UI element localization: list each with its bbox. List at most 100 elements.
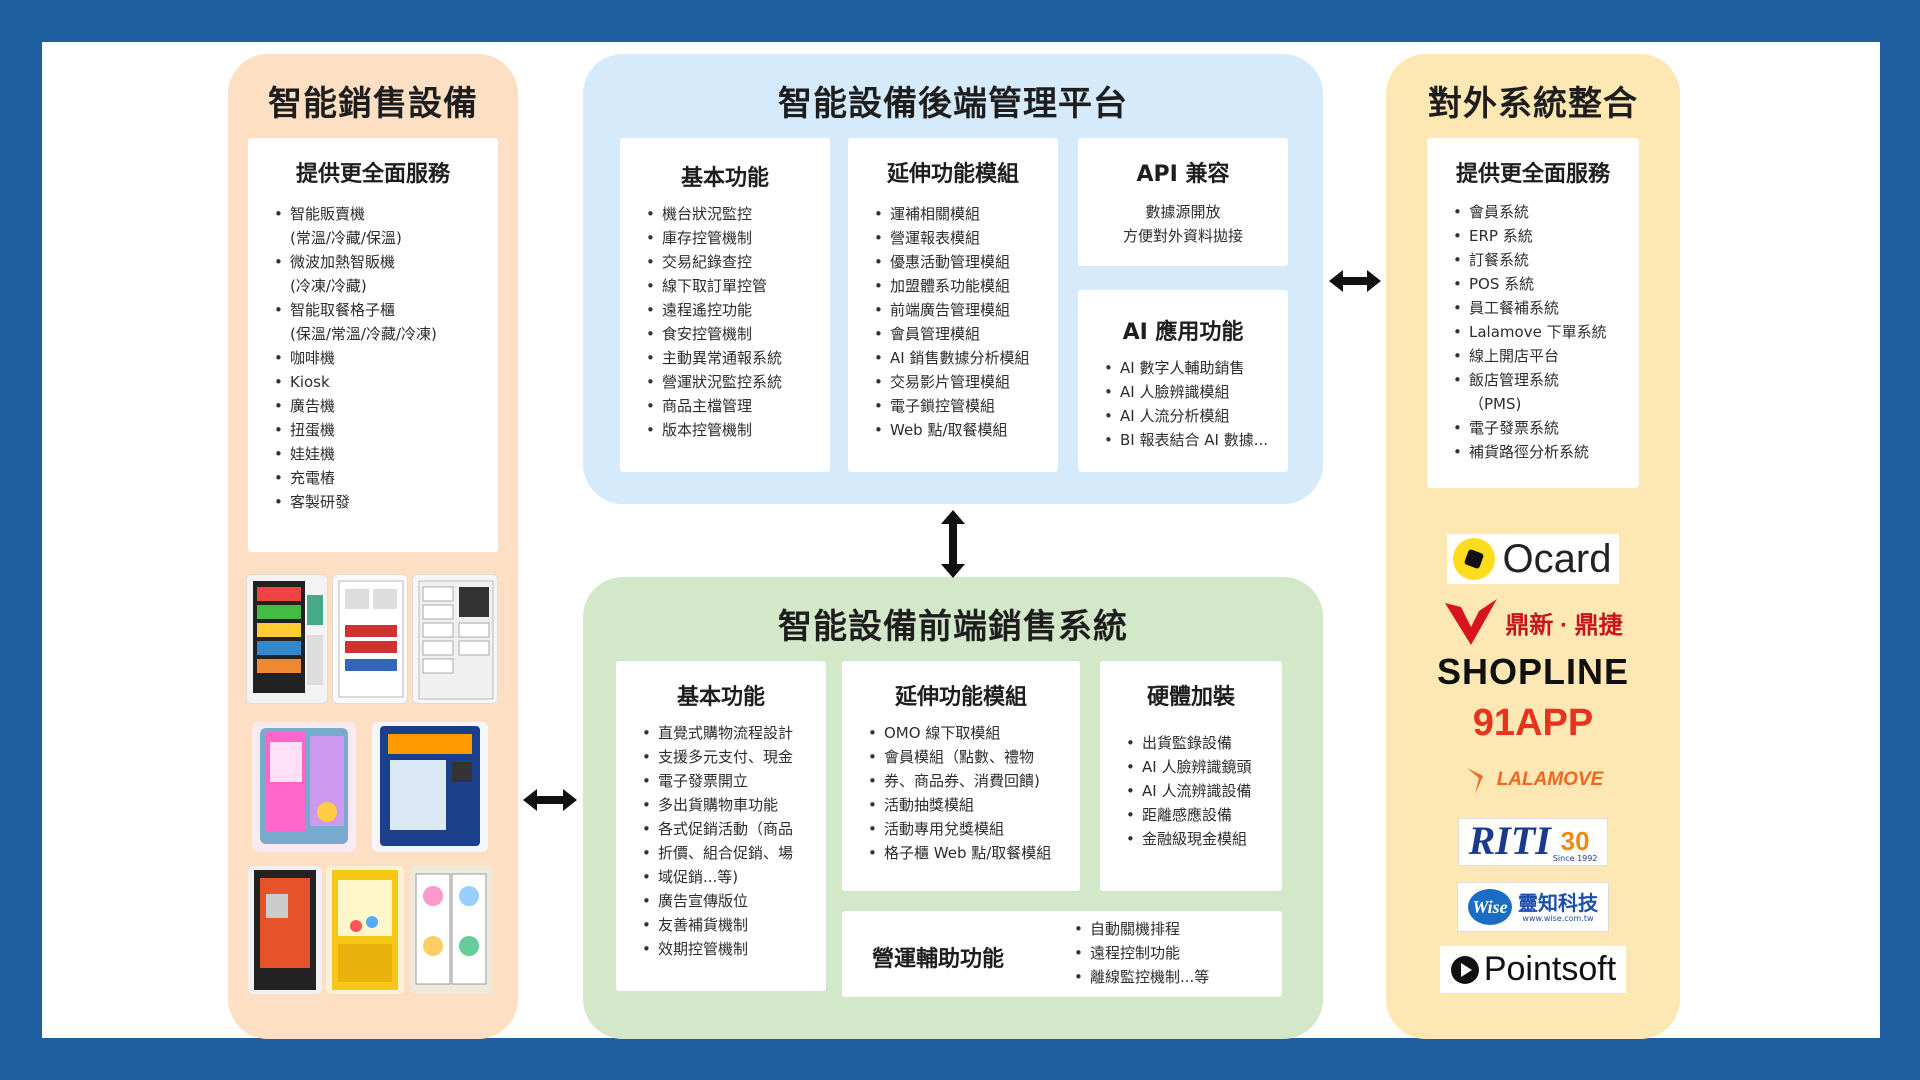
integration-panel-title: 對外系統整合 <box>1428 84 1638 124</box>
backend-basic-title: 基本功能 <box>680 166 769 191</box>
list-item: ERP 系統 <box>1449 224 1639 248</box>
list-item: 娃娃機 <box>270 442 498 466</box>
list-item-continuation: 券、商品券、消費回饋) <box>864 769 1080 793</box>
kiosk-icon <box>260 728 348 844</box>
list-item: 充電樁 <box>270 466 498 490</box>
list-item: 電子鎖控管模組 <box>870 394 1058 418</box>
list-item: 活動專用兌獎模組 <box>864 817 1080 841</box>
devices-list: 智能販賣機(常溫/冷藏/保溫) 微波加熱智販機(冷凍/冷藏) 智能取餐格子櫃(保… <box>248 202 498 514</box>
list-item: 友善補貨機制 <box>638 913 826 937</box>
locker-image <box>412 574 498 704</box>
list-item: 訂餐系統 <box>1449 248 1639 272</box>
locker-icon <box>418 580 494 700</box>
list-item: 咖啡機 <box>270 346 498 370</box>
list-item: 機台狀況監控 <box>642 202 830 226</box>
list-item-continuation: 域促銷...等) <box>638 865 826 889</box>
gacha-machine-icon <box>380 726 480 846</box>
list-item: 出貨監錄設備 <box>1122 731 1282 755</box>
dingxin-mark-icon <box>1445 599 1498 645</box>
backend-extended-title: 延伸功能模組 <box>886 162 1019 187</box>
devices-service-card: 提供更全面服務 智能販賣機(常溫/冷藏/保溫) 微波加熱智販機(冷凍/冷藏) 智… <box>248 138 498 552</box>
microwave-machine-icon <box>338 580 404 698</box>
list-item: 主動異常通報系統 <box>642 346 830 370</box>
list-item: 優惠活動管理模組 <box>870 250 1058 274</box>
frontend-basic-list: 直覺式購物流程設計 支援多元支付、現金 電子發票開立 多出貨購物車功能 各式促銷… <box>616 721 826 961</box>
devices-panel: 智能銷售設備 提供更全面服務 智能販賣機(常溫/冷藏/保溫) 微波加熱智販機(冷… <box>228 54 518 1039</box>
list-item: 交易紀錄查控 <box>642 250 830 274</box>
list-item: 多出貨購物車功能 <box>638 793 826 817</box>
devices-panel-title: 智能銷售設備 <box>268 84 478 124</box>
list-item-continuation: 折價、組合促銷、場 <box>638 841 826 865</box>
shopline-logo: SHOPLINE <box>1436 651 1630 692</box>
list-item: 營運報表模組 <box>870 226 1058 250</box>
frontend-hardware-list: 出貨監錄設備 AI 人臉辨識鏡頭 AI 人流辨識設備 距離感應設備 金融級現金模… <box>1100 731 1282 851</box>
list-item: 格子櫃 Web 點/取餐模組 <box>864 841 1080 865</box>
frontend-extended-card: 延伸功能模組 OMO 線下取模組 會員模組（點數、禮物 券、商品券、消費回饋) … <box>842 661 1080 891</box>
riti-logo: RITI 30 Since 1992 <box>1386 818 1680 866</box>
list-item: 線上開店平台 <box>1449 344 1639 368</box>
pointsoft-logo: Pointsoft <box>1386 946 1680 993</box>
backend-basic-card: 基本功能 機台狀況監控 庫存控管機制 交易紀錄查控 線下取訂單控管 遠程遙控功能… <box>620 138 830 472</box>
list-item: 電子發票開立 <box>638 769 826 793</box>
backend-api-title: API 兼容 <box>1136 162 1230 187</box>
list-item: AI 銷售數據分析模組 <box>870 346 1058 370</box>
list-item: 電子發票系統 <box>1449 416 1639 440</box>
list-item: 離線監控機制...等 <box>1070 965 1209 989</box>
frontend-hardware-title: 硬體加裝 <box>1146 685 1235 710</box>
capsule-toy-icon <box>415 873 487 985</box>
backend-integration-arrow <box>1329 270 1381 292</box>
diagram-canvas: 智能銷售設備 提供更全面服務 智能販賣機(常溫/冷藏/保溫) 微波加熱智販機(冷… <box>42 42 1880 1039</box>
list-item: 效期控管機制 <box>638 937 826 961</box>
frontend-basic-title: 基本功能 <box>676 685 765 710</box>
dingxin-logo: 鼎新 · 鼎捷 <box>1386 597 1680 651</box>
list-item: 線下取訂單控管 <box>642 274 830 298</box>
claw-machine-image <box>326 866 404 994</box>
list-item: 智能取餐格子櫃(保溫/常溫/冷藏/冷凍) <box>270 298 498 346</box>
list-item: 微波加熱智販機(冷凍/冷藏) <box>270 250 498 298</box>
list-item: 交易影片管理模組 <box>870 370 1058 394</box>
pointsoft-play-icon <box>1450 955 1479 984</box>
frontend-hardware-card: 硬體加裝 出貨監錄設備 AI 人臉辨識鏡頭 AI 人流辨識設備 距離感應設備 金… <box>1100 661 1282 891</box>
frontend-ops-title: 營運輔助功能 <box>872 947 1005 972</box>
wise-logo: Wise 靈知科技 www.wise.com.tw <box>1386 882 1680 932</box>
list-item: 各式促銷活動（商品 <box>638 817 826 841</box>
list-item: Lalamove 下單系統 <box>1449 320 1639 344</box>
integration-panel: 對外系統整合 提供更全面服務 會員系統 ERP 系統 訂餐系統 POS 系統 員… <box>1386 54 1680 1039</box>
frontend-panel-title: 智能設備前端銷售系統 <box>778 607 1128 647</box>
backend-ai-list: AI 數字人輔助銷售 AI 人臉辨識模組 AI 人流分析模組 BI 報表結合 A… <box>1078 356 1288 452</box>
list-item: 自動關機排程 <box>1070 917 1209 941</box>
list-item: POS 系統 <box>1449 272 1639 296</box>
backend-ai-card: AI 應用功能 AI 數字人輔助銷售 AI 人臉辨識模組 AI 人流分析模組 B… <box>1078 290 1288 472</box>
capsule-toy-machine-image <box>410 866 492 994</box>
frontend-ops-card: 營運輔助功能 自動關機排程 遠程控制功能 離線監控機制...等 <box>842 911 1282 997</box>
list-item: AI 數字人輔助銷售 <box>1100 356 1288 380</box>
list-item: 支援多元支付、現金 <box>638 745 826 769</box>
list-item: OMO 線下取模組 <box>864 721 1080 745</box>
list-item: 版本控管機制 <box>642 418 830 442</box>
claw-machine-icon <box>332 870 398 990</box>
list-item: BI 報表結合 AI 數據... <box>1100 428 1288 452</box>
list-item: 直覺式購物流程設計 <box>638 721 826 745</box>
integration-card-title: 提供更全面服務 <box>1455 162 1610 187</box>
ocard-logo: Ocard <box>1386 534 1680 586</box>
list-item: 活動抽獎模組 <box>864 793 1080 817</box>
api-desc-line1: 數據源開放 <box>1145 203 1221 221</box>
list-item: 前端廣告管理模組 <box>870 298 1058 322</box>
list-item: 扭蛋機 <box>270 418 498 442</box>
backend-ai-title: AI 應用功能 <box>1122 320 1244 345</box>
backend-api-card: API 兼容 數據源開放 方便對外資料拋接 <box>1078 138 1288 266</box>
frontend-basic-card: 基本功能 直覺式購物流程設計 支援多元支付、現金 電子發票開立 多出貨購物車功能… <box>616 661 826 991</box>
list-item: 補貨路徑分析系統 <box>1449 440 1639 464</box>
list-item: 員工餐補系統 <box>1449 296 1639 320</box>
list-item: 遠程遙控功能 <box>642 298 830 322</box>
integration-list: 會員系統 ERP 系統 訂餐系統 POS 系統 員工餐補系統 Lalamove … <box>1427 200 1639 464</box>
list-item: 客製研發 <box>270 490 498 514</box>
vending-machine-icon <box>253 581 323 693</box>
backend-platform-panel: 智能設備後端管理平台 基本功能 機台狀況監控 庫存控管機制 交易紀錄查控 線下取… <box>583 54 1323 504</box>
list-item: AI 人流分析模組 <box>1100 404 1288 428</box>
microwave-vending-image <box>332 574 408 704</box>
vending-machine-image <box>246 574 328 704</box>
list-item: AI 人流辨識設備 <box>1122 779 1282 803</box>
kiosk-image <box>252 722 356 852</box>
list-item: 飯店管理系統（PMS) <box>1449 368 1639 416</box>
